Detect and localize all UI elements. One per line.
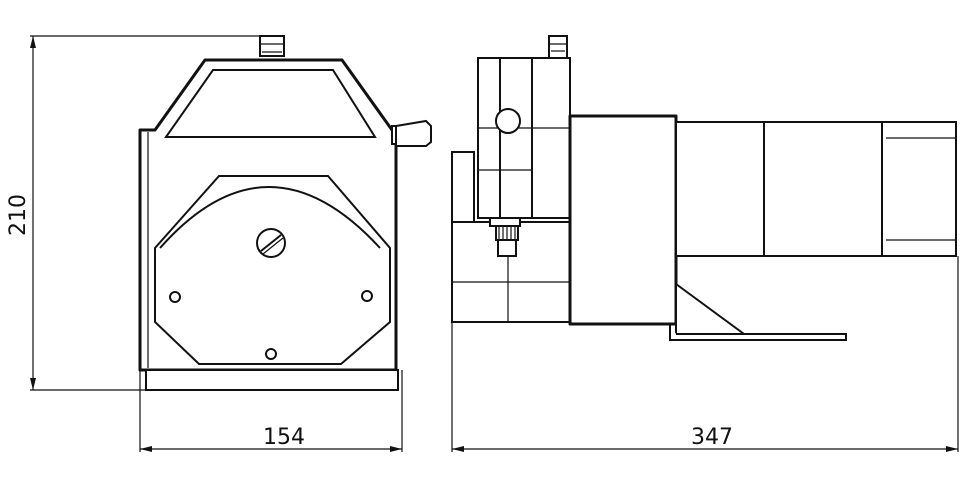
mount-hole-bottom	[265, 348, 277, 360]
motor	[675, 121, 957, 257]
side-main-body	[568, 114, 678, 326]
mount-hole-right	[361, 290, 373, 302]
dimension-height: 210	[6, 35, 262, 391]
center-screw-icon	[256, 228, 286, 258]
front-side-knob	[391, 119, 432, 147]
front-view	[138, 35, 432, 391]
side-top-connector	[548, 35, 568, 59]
front-window	[164, 69, 377, 138]
dimension-label-length: 347	[691, 425, 733, 450]
dimension-length-side: 347	[451, 256, 959, 452]
side-columns	[477, 57, 571, 219]
dimension-width-front: 154	[139, 370, 403, 452]
front-base	[145, 369, 399, 391]
side-knob-icon	[495, 108, 521, 134]
side-view	[451, 35, 957, 341]
side-lower-block	[451, 151, 571, 323]
pump-head	[154, 175, 391, 365]
mount-hole-left	[169, 291, 181, 303]
tube-fitting	[489, 217, 521, 257]
dimension-label-height: 210	[6, 194, 31, 236]
front-top-connector	[259, 35, 285, 57]
dimension-label-width: 154	[263, 425, 305, 450]
foot-bracket	[669, 282, 847, 341]
